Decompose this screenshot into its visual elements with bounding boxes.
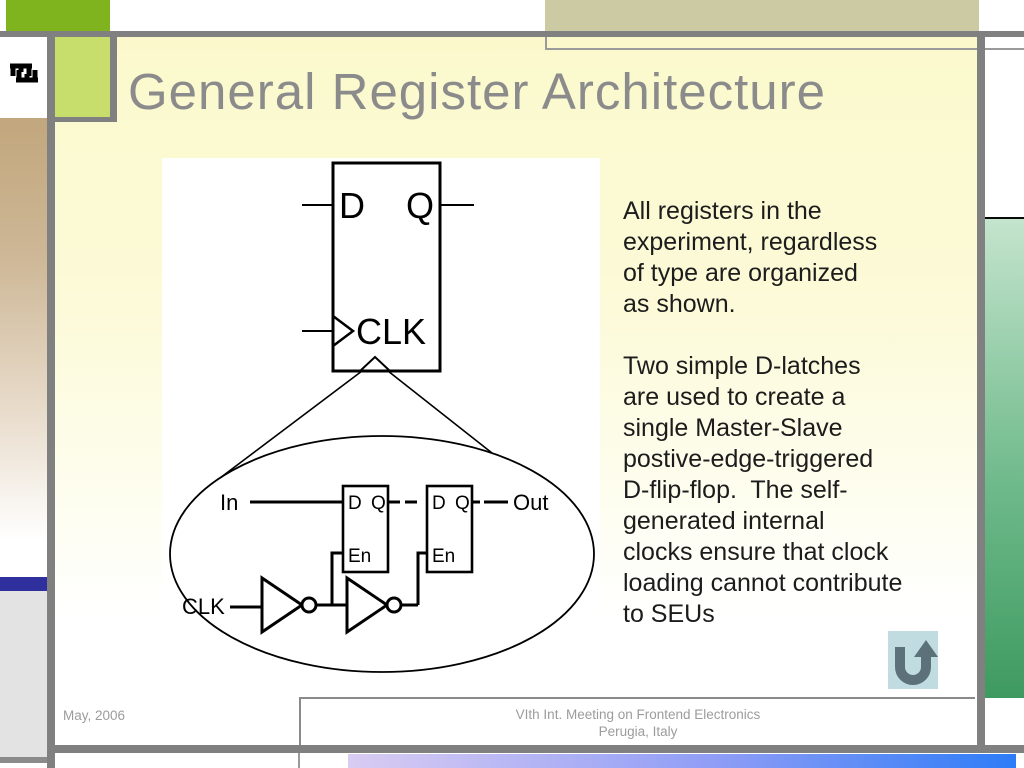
detail-out-label: Out xyxy=(513,490,548,515)
bottom-gradient-bar xyxy=(348,754,1016,768)
sidebar-border xyxy=(47,37,55,768)
fermilab-logo-cell xyxy=(0,37,47,118)
slide-right-border xyxy=(977,37,985,753)
u-turn-arrow-icon xyxy=(895,640,938,685)
slide-title: General Register Architecture xyxy=(128,63,826,120)
tan-gradient-strip xyxy=(0,118,47,578)
top-border xyxy=(0,31,1024,37)
footer-location-line: Perugia, Italy xyxy=(598,724,678,739)
circuit-diagram: D Q CLK In Out CLK D Q En D xyxy=(162,158,600,682)
header-underline-end xyxy=(545,37,547,50)
header-underline xyxy=(545,48,1024,50)
footer-box: VIth Int. Meeting on Frontend Electronic… xyxy=(299,697,975,745)
description-paragraph-2: Two simple D-latches are used to create … xyxy=(623,352,903,628)
description-text: All registers in the experiment, regardl… xyxy=(623,196,979,661)
dff-q-label: Q xyxy=(406,185,434,226)
dff-clk-label: CLK xyxy=(356,311,426,352)
fermilab-logo-icon xyxy=(10,63,38,83)
latch1-d-label: D xyxy=(348,493,362,514)
latch1-q-label: Q xyxy=(371,493,386,514)
latch2-en-label: En xyxy=(432,546,455,567)
detail-in-label: In xyxy=(220,490,238,515)
return-button[interactable] xyxy=(888,631,938,689)
dff-symbol xyxy=(219,161,493,479)
latch2-q-label: Q xyxy=(455,493,470,514)
latch-circuit xyxy=(230,484,508,635)
slide-bottom-border xyxy=(55,745,1024,753)
latch2-d-label: D xyxy=(432,493,446,514)
footer-conference-line: VIth Int. Meeting on Frontend Electronic… xyxy=(515,707,761,722)
footer-date: May, 2006 xyxy=(63,708,126,723)
dff-d-label: D xyxy=(339,185,365,226)
top-accent-bar xyxy=(6,0,110,31)
latch1-en-label: En xyxy=(348,546,371,567)
description-paragraph-1: All registers in the experiment, regardl… xyxy=(623,197,878,318)
diagram-backdrop xyxy=(162,158,600,682)
right-green-strip xyxy=(985,219,1024,698)
detail-clk-label: CLK xyxy=(182,594,225,619)
detail-ellipse xyxy=(169,435,595,673)
top-khaki-bar xyxy=(545,0,979,31)
gray-bottom-strip xyxy=(0,591,47,763)
footer-divider-line xyxy=(298,753,300,768)
navy-divider-bar xyxy=(0,577,47,591)
green-corner-square xyxy=(55,37,117,122)
right-strip-top-line xyxy=(985,217,1024,219)
